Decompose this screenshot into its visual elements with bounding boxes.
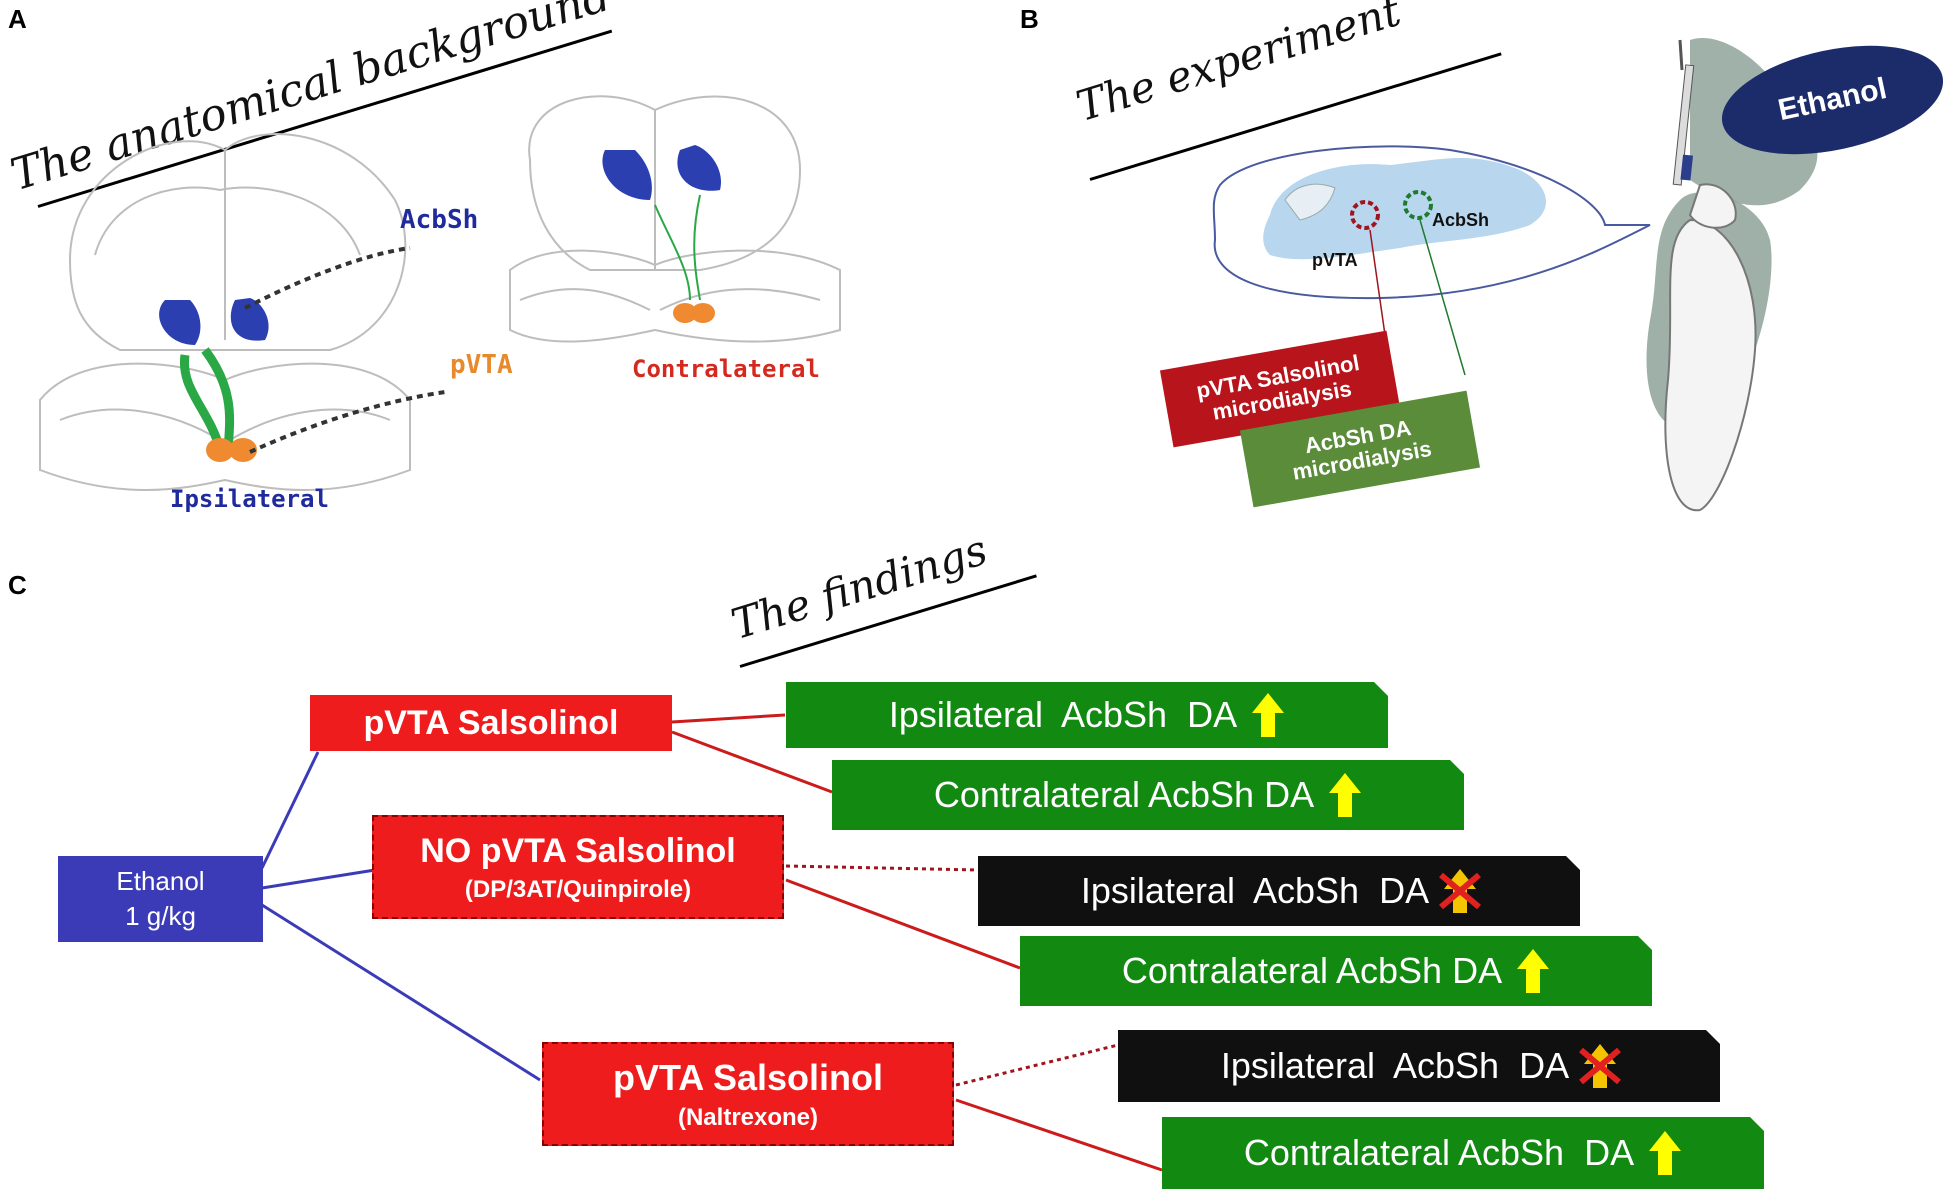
result-contralateral-3: Contralateral AcbSh DA xyxy=(1162,1117,1764,1189)
root-line1: Ethanol xyxy=(116,865,205,896)
brain-sections-illustration xyxy=(39,95,841,491)
contralateral-section xyxy=(509,95,841,343)
crossed-arrow-icon xyxy=(1443,867,1477,915)
branch-naltrexone-box: pVTA Salsolinol (Naltrexone) xyxy=(542,1042,954,1146)
result-ipsilateral-1: Ipsilateral AcbSh DA xyxy=(786,682,1388,748)
result-3-text: Ipsilateral AcbSh DA xyxy=(1080,870,1430,911)
result-1-text: Ipsilateral AcbSh DA xyxy=(888,694,1238,735)
panel-a-letter: A xyxy=(8,4,27,34)
panel-b-letter: B xyxy=(1020,4,1039,34)
root-ethanol-box: Ethanol 1 g/kg xyxy=(58,856,263,942)
result-contralateral-2: Contralateral AcbSh DA xyxy=(1020,936,1652,1006)
label-ipsilateral: Ipsilateral xyxy=(170,485,329,513)
branch-salsolinol-box: pVTA Salsolinol xyxy=(310,695,672,751)
result-ipsilateral-3: Ipsilateral AcbSh DA xyxy=(1118,1030,1720,1102)
up-arrow-icon xyxy=(1328,771,1362,819)
brain-callout xyxy=(1212,145,1651,300)
label-pvta: pVTA xyxy=(450,350,513,380)
result-2-text: Contralateral AcbSh DA xyxy=(933,774,1315,815)
label-acbsh: AcbSh xyxy=(400,205,479,235)
acbsh-right-shape xyxy=(230,298,269,341)
panel-c-letter: C xyxy=(8,570,27,600)
branch-1-label: pVTA Salsolinol xyxy=(363,703,619,742)
up-arrow-icon xyxy=(1516,947,1550,995)
brain-label-acbsh: AcbSh xyxy=(1432,210,1490,230)
branch-2-prefix: NO xyxy=(420,832,472,871)
pvta-marker xyxy=(1350,200,1380,230)
brain-label-pvta: pVTA xyxy=(1312,250,1358,270)
up-arrow-icon xyxy=(1648,1129,1682,1177)
up-arrow-icon xyxy=(1251,691,1285,739)
branch-2-title: NO pVTA Salsolinol xyxy=(420,829,735,873)
branch-2-sub: (DP/3AT/Quinpirole) xyxy=(464,875,692,903)
branch-3-label: pVTA Salsolinol xyxy=(612,1056,884,1098)
branch-2-label: pVTA Salsolinol xyxy=(480,832,736,871)
experiment-illustration xyxy=(1212,38,1818,512)
label-contralateral: Contralateral xyxy=(632,355,820,383)
acbsh-marker xyxy=(1403,190,1433,220)
root-line2: 1 g/kg xyxy=(125,901,196,931)
crossed-arrow-icon xyxy=(1583,1042,1617,1090)
result-contralateral-1: Contralateral AcbSh DA xyxy=(832,760,1464,830)
acbsh-left-shape xyxy=(159,300,201,345)
result-4-text: Contralateral AcbSh DA xyxy=(1121,950,1503,991)
sagittal-brain xyxy=(1263,158,1547,260)
result-6-text: Contralateral AcbSh DA xyxy=(1243,1132,1635,1173)
result-5-text: Ipsilateral AcbSh DA xyxy=(1220,1045,1570,1086)
branch-no-salsolinol-box: NO pVTA Salsolinol (DP/3AT/Quinpirole) xyxy=(372,815,784,919)
result-ipsilateral-2: Ipsilateral AcbSh DA xyxy=(978,856,1580,926)
branch-3-sub: (Naltrexone) xyxy=(677,1104,819,1132)
